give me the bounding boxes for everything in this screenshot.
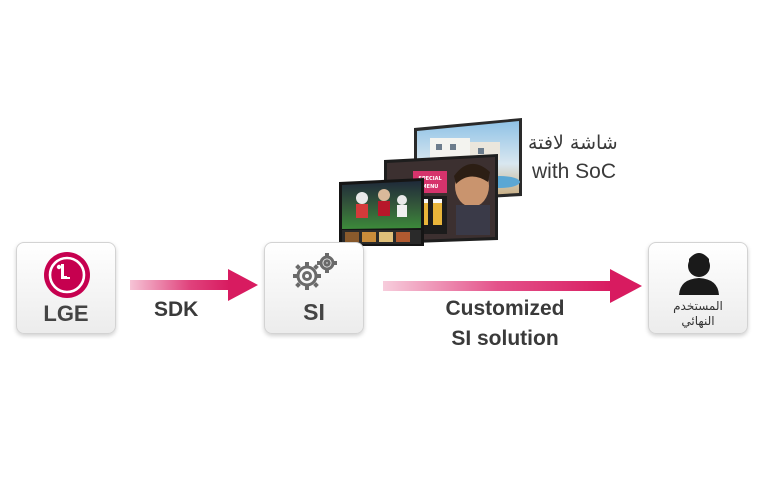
signage-screens: SPECIAL MENU (339, 118, 522, 246)
customized-label-line2: SI solution (451, 327, 559, 350)
screen-football (339, 178, 424, 246)
sdk-label: SDK (154, 298, 199, 321)
end-user-label-line2: النهائي (681, 314, 715, 328)
end-user-label-line1: المستخدم (673, 299, 723, 313)
lg-logo-icon (44, 252, 90, 298)
si-label: SI (303, 299, 325, 325)
node-si: SI (264, 242, 364, 334)
arrow-customized (383, 269, 642, 303)
arrow-sdk (130, 269, 258, 301)
signage-label-line2: with SoC (532, 160, 617, 183)
lge-label: LGE (43, 301, 89, 326)
signage-label-line1: شاشة لافتة (528, 132, 618, 154)
screen-text-menu: MENU (422, 184, 439, 190)
person-icon (679, 253, 719, 295)
screen-text-special: SPECIAL (418, 176, 442, 182)
gears-icon (293, 253, 337, 290)
node-end-user: المستخدم النهائي (648, 242, 748, 334)
node-lge: LGE (16, 242, 116, 334)
customized-label-line1: Customized (445, 297, 565, 320)
